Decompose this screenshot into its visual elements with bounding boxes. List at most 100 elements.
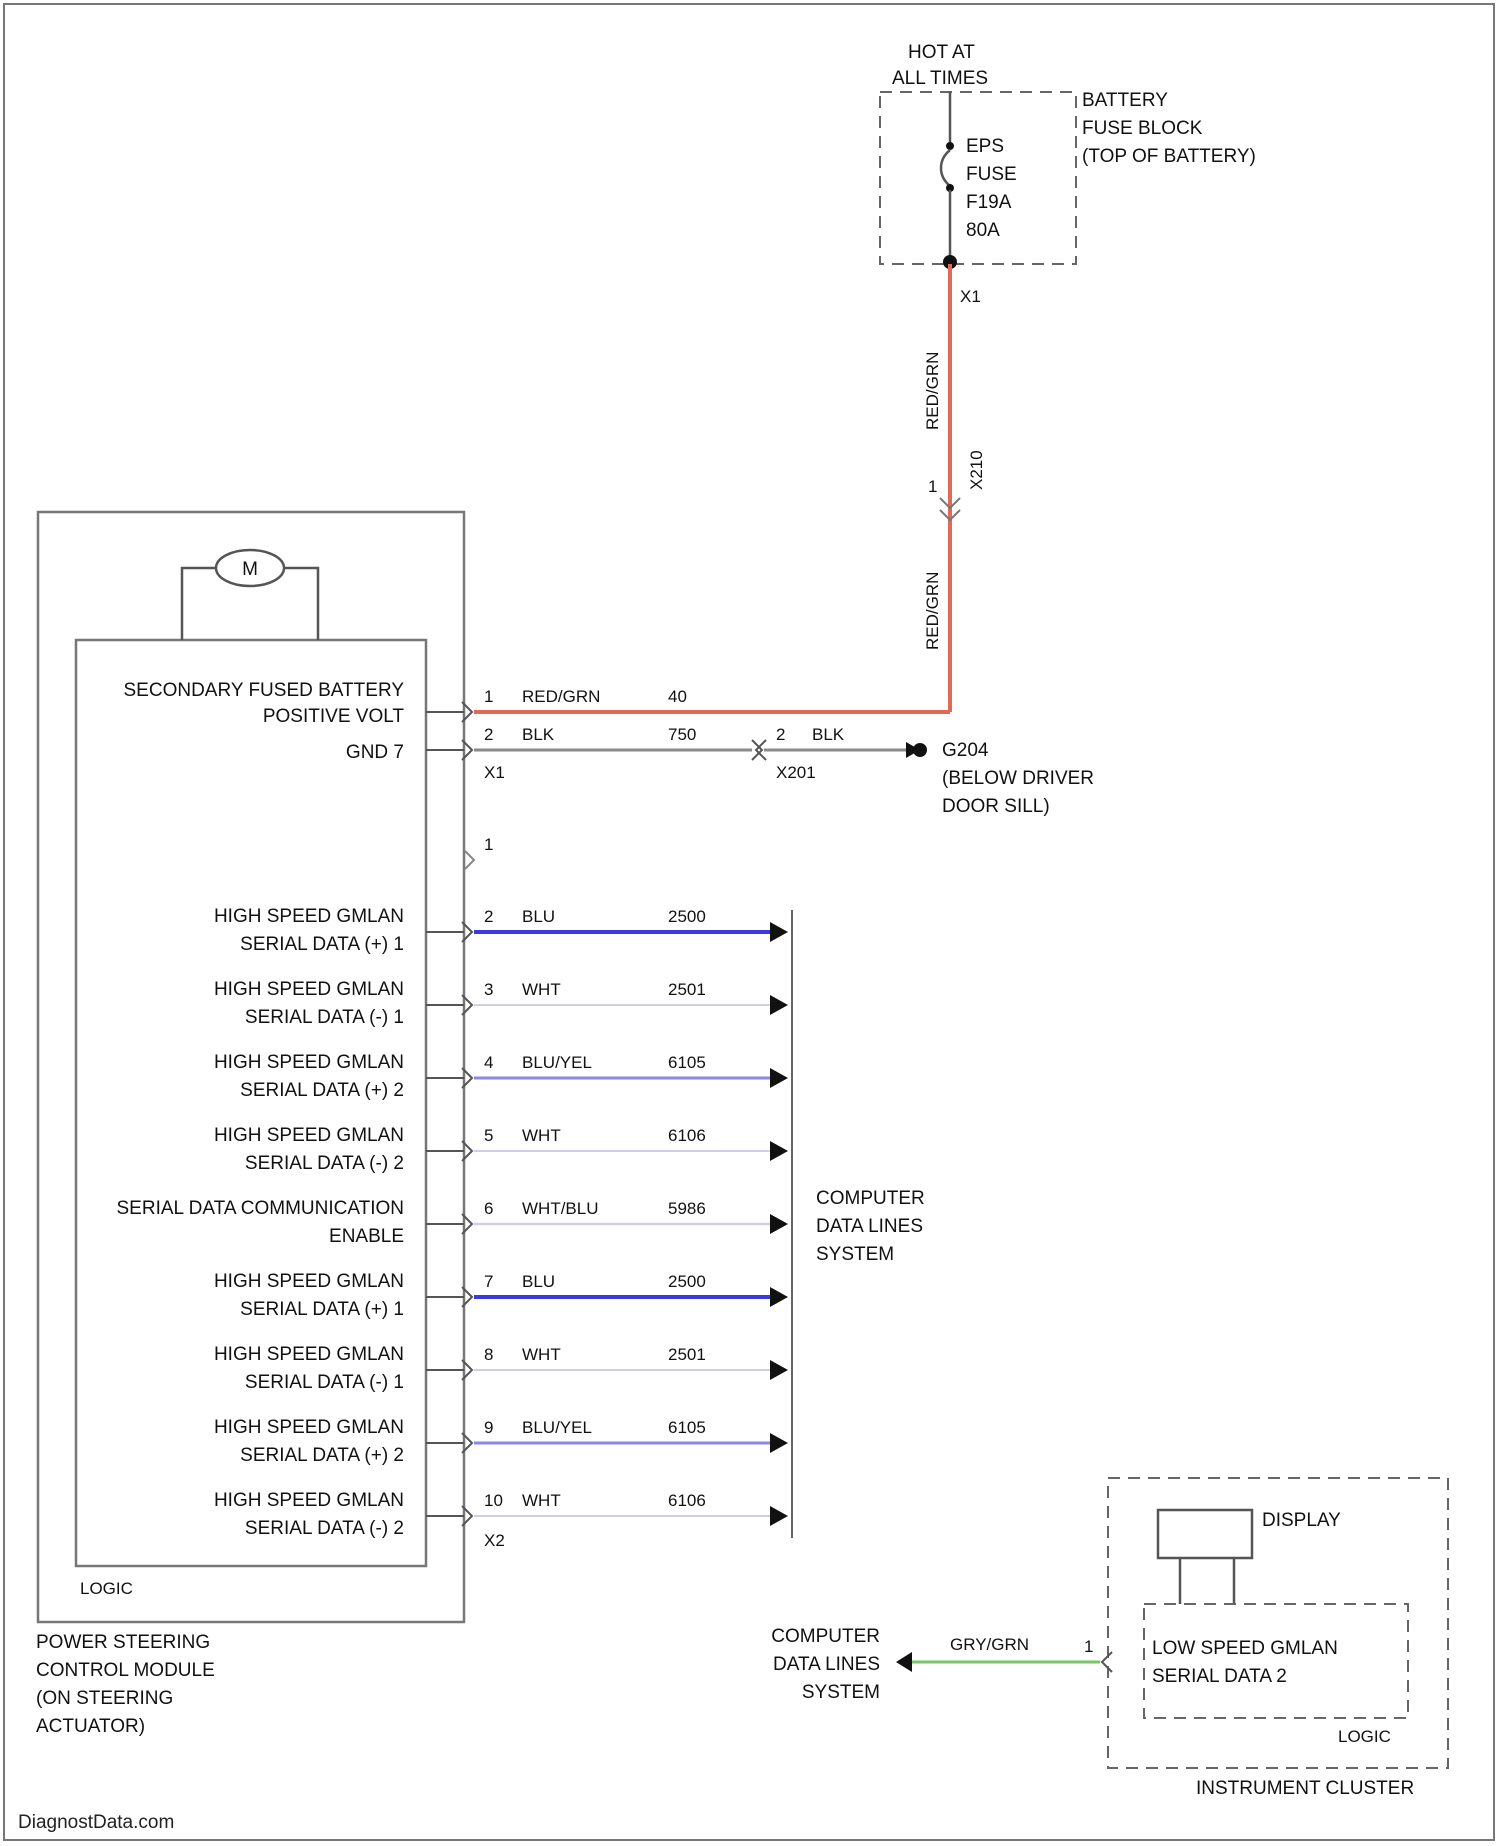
power-pin-2-function: GND 7 <box>346 742 404 763</box>
power-pin-2-circuit: 750 <box>668 725 696 744</box>
module-x1-connector-label: X1 <box>484 763 505 782</box>
fuse-block-label-line1: BATTERY <box>1082 90 1168 111</box>
cluster-wire-color: GRY/GRN <box>950 1635 1029 1654</box>
data-pin-wire-color: BLU <box>522 1272 555 1291</box>
module-name-line2: CONTROL MODULE <box>36 1660 215 1681</box>
data-pin-number: 9 <box>484 1418 493 1437</box>
data-pin-number: 8 <box>484 1345 493 1364</box>
data-pin-function-line2: SERIAL DATA (+) 2 <box>240 1445 404 1466</box>
data-pin-arrow-icon <box>770 1068 788 1088</box>
battery-terminal-label: X1 <box>960 287 981 306</box>
data-pin-group: HIGH SPEED GMLANSERIAL DATA (+) 12BLU250… <box>117 906 789 1539</box>
motor-symbol: M <box>242 559 258 580</box>
data-pin-wire-color: BLU <box>522 907 555 926</box>
watermark: DiagnostData.com <box>18 1812 174 1833</box>
ground-location-line1: (BELOW DRIVER <box>942 768 1094 789</box>
module-logic-label: LOGIC <box>80 1579 133 1598</box>
data-pin-row: HIGH SPEED GMLANSERIAL DATA (-) 25WHT610… <box>214 1125 788 1174</box>
cluster-name: INSTRUMENT CLUSTER <box>1196 1778 1414 1799</box>
data-system-label-line1: COMPUTER <box>816 1188 925 1209</box>
data-pin-function-line1: HIGH SPEED GMLAN <box>214 906 404 927</box>
data-pin-arrow-icon <box>770 1360 788 1380</box>
data-pin-function-line1: HIGH SPEED GMLAN <box>214 1271 404 1292</box>
data-pin-wire-color: WHT/BLU <box>522 1199 599 1218</box>
data-pin-number: 2 <box>484 907 493 926</box>
data-pin-circuit: 6105 <box>668 1053 706 1072</box>
ground-circuit: 2 BLK X201 G204 (BELOW DRIVER DOOR SILL) <box>752 725 1094 817</box>
data-pin-function-line2: SERIAL DATA (-) 1 <box>245 1372 404 1393</box>
cluster-pin-number: 1 <box>1084 1637 1093 1656</box>
data-pin-arrow-icon <box>770 1506 788 1526</box>
data-pin-circuit: 5986 <box>668 1199 706 1218</box>
data-pin-number: 4 <box>484 1053 493 1072</box>
data-pin-function-line2: SERIAL DATA (-) 2 <box>245 1518 404 1539</box>
data-pin-circuit: 6106 <box>668 1491 706 1510</box>
data-pin-circuit: 2500 <box>668 1272 706 1291</box>
data-pin-number: 7 <box>484 1272 493 1291</box>
fuse-block-label-line2: FUSE BLOCK <box>1082 118 1203 139</box>
data-pin-number: 10 <box>484 1491 503 1510</box>
data-pin-number: 5 <box>484 1126 493 1145</box>
data-pin-function-line2: SERIAL DATA (-) 2 <box>245 1153 404 1174</box>
power-pin-1: SECONDARY FUSED BATTERY POSITIVE VOLT 1 … <box>124 680 951 727</box>
ground-wire-color: BLK <box>812 725 845 744</box>
cluster-function-line1: LOW SPEED GMLAN <box>1152 1638 1338 1659</box>
data-pin-function-line1: HIGH SPEED GMLAN <box>214 979 404 1000</box>
data-pin-circuit: 2500 <box>668 907 706 926</box>
inline-connector-label: X210 <box>967 450 986 490</box>
data-pin-arrow-icon <box>770 1214 788 1234</box>
fuse-label-line2: FUSE <box>966 164 1017 185</box>
vertical-wire-label-lower: RED/GRN <box>923 572 942 650</box>
data-pin-function-line2: ENABLE <box>329 1226 404 1247</box>
data-pin-function-line2: SERIAL DATA (+) 2 <box>240 1080 404 1101</box>
ground-point-icon <box>913 743 927 757</box>
module-name-line1: POWER STEERING <box>36 1632 210 1653</box>
cluster-logic-label: LOGIC <box>1338 1727 1391 1746</box>
power-pin-1-circuit: 40 <box>668 687 687 706</box>
data-pin-function-line2: SERIAL DATA (+) 1 <box>240 934 404 955</box>
cluster-function-line2: SERIAL DATA 2 <box>1152 1666 1287 1687</box>
hot-at-all-times-line2: ALL TIMES <box>892 68 988 89</box>
data-pin-function-line1: HIGH SPEED GMLAN <box>214 1490 404 1511</box>
x2-pin-1-unused: 1 <box>464 835 493 870</box>
vertical-wire-label-upper: RED/GRN <box>923 352 942 430</box>
cluster-data-system-line2: DATA LINES <box>773 1654 880 1675</box>
module-x2-connector-label: X2 <box>484 1531 505 1550</box>
inline-connector-pin: 1 <box>928 477 937 496</box>
x2-pin-1-number: 1 <box>484 835 493 854</box>
fuse-label-line1: EPS <box>966 136 1004 157</box>
fuse-terminal-top <box>946 142 954 150</box>
cluster-logic-box <box>1144 1604 1408 1718</box>
fuse-icon <box>941 150 950 186</box>
motor-lead-left <box>182 568 216 640</box>
data-pin-wire-color: WHT <box>522 980 561 999</box>
data-pin-wire-color: WHT <box>522 1345 561 1364</box>
data-pin-number: 3 <box>484 980 493 999</box>
display-label: DISPLAY <box>1262 1510 1341 1531</box>
data-system-label-line2: DATA LINES <box>816 1216 923 1237</box>
ground-location-line2: DOOR SILL) <box>942 796 1050 817</box>
data-pin-circuit: 2501 <box>668 1345 706 1364</box>
cluster-arrow-icon <box>896 1652 912 1672</box>
power-pin-1-number: 1 <box>484 687 493 706</box>
fuse-label-line4: 80A <box>966 220 1000 241</box>
data-pin-wire-color: WHT <box>522 1491 561 1510</box>
display-box <box>1158 1510 1252 1558</box>
data-pin-arrow-icon <box>770 922 788 942</box>
data-pin-circuit: 6105 <box>668 1418 706 1437</box>
data-system-label-line3: SYSTEM <box>816 1244 894 1265</box>
data-pin-wire-color: BLU/YEL <box>522 1053 592 1072</box>
battery-fuse-block: HOT AT ALL TIMES BATTERY FUSE BLOCK (TOP… <box>880 42 1256 306</box>
x201-pin-number: 2 <box>776 725 785 744</box>
data-pin-arrow-icon <box>770 1287 788 1307</box>
x201-connector-label: X201 <box>776 763 816 782</box>
module-name-line4: ACTUATOR) <box>36 1716 145 1737</box>
motor-lead-right <box>284 568 318 640</box>
fuse-block-label-line3: (TOP OF BATTERY) <box>1082 146 1256 167</box>
power-pin-2-number: 2 <box>484 725 493 744</box>
data-pin-arrow-icon <box>770 995 788 1015</box>
